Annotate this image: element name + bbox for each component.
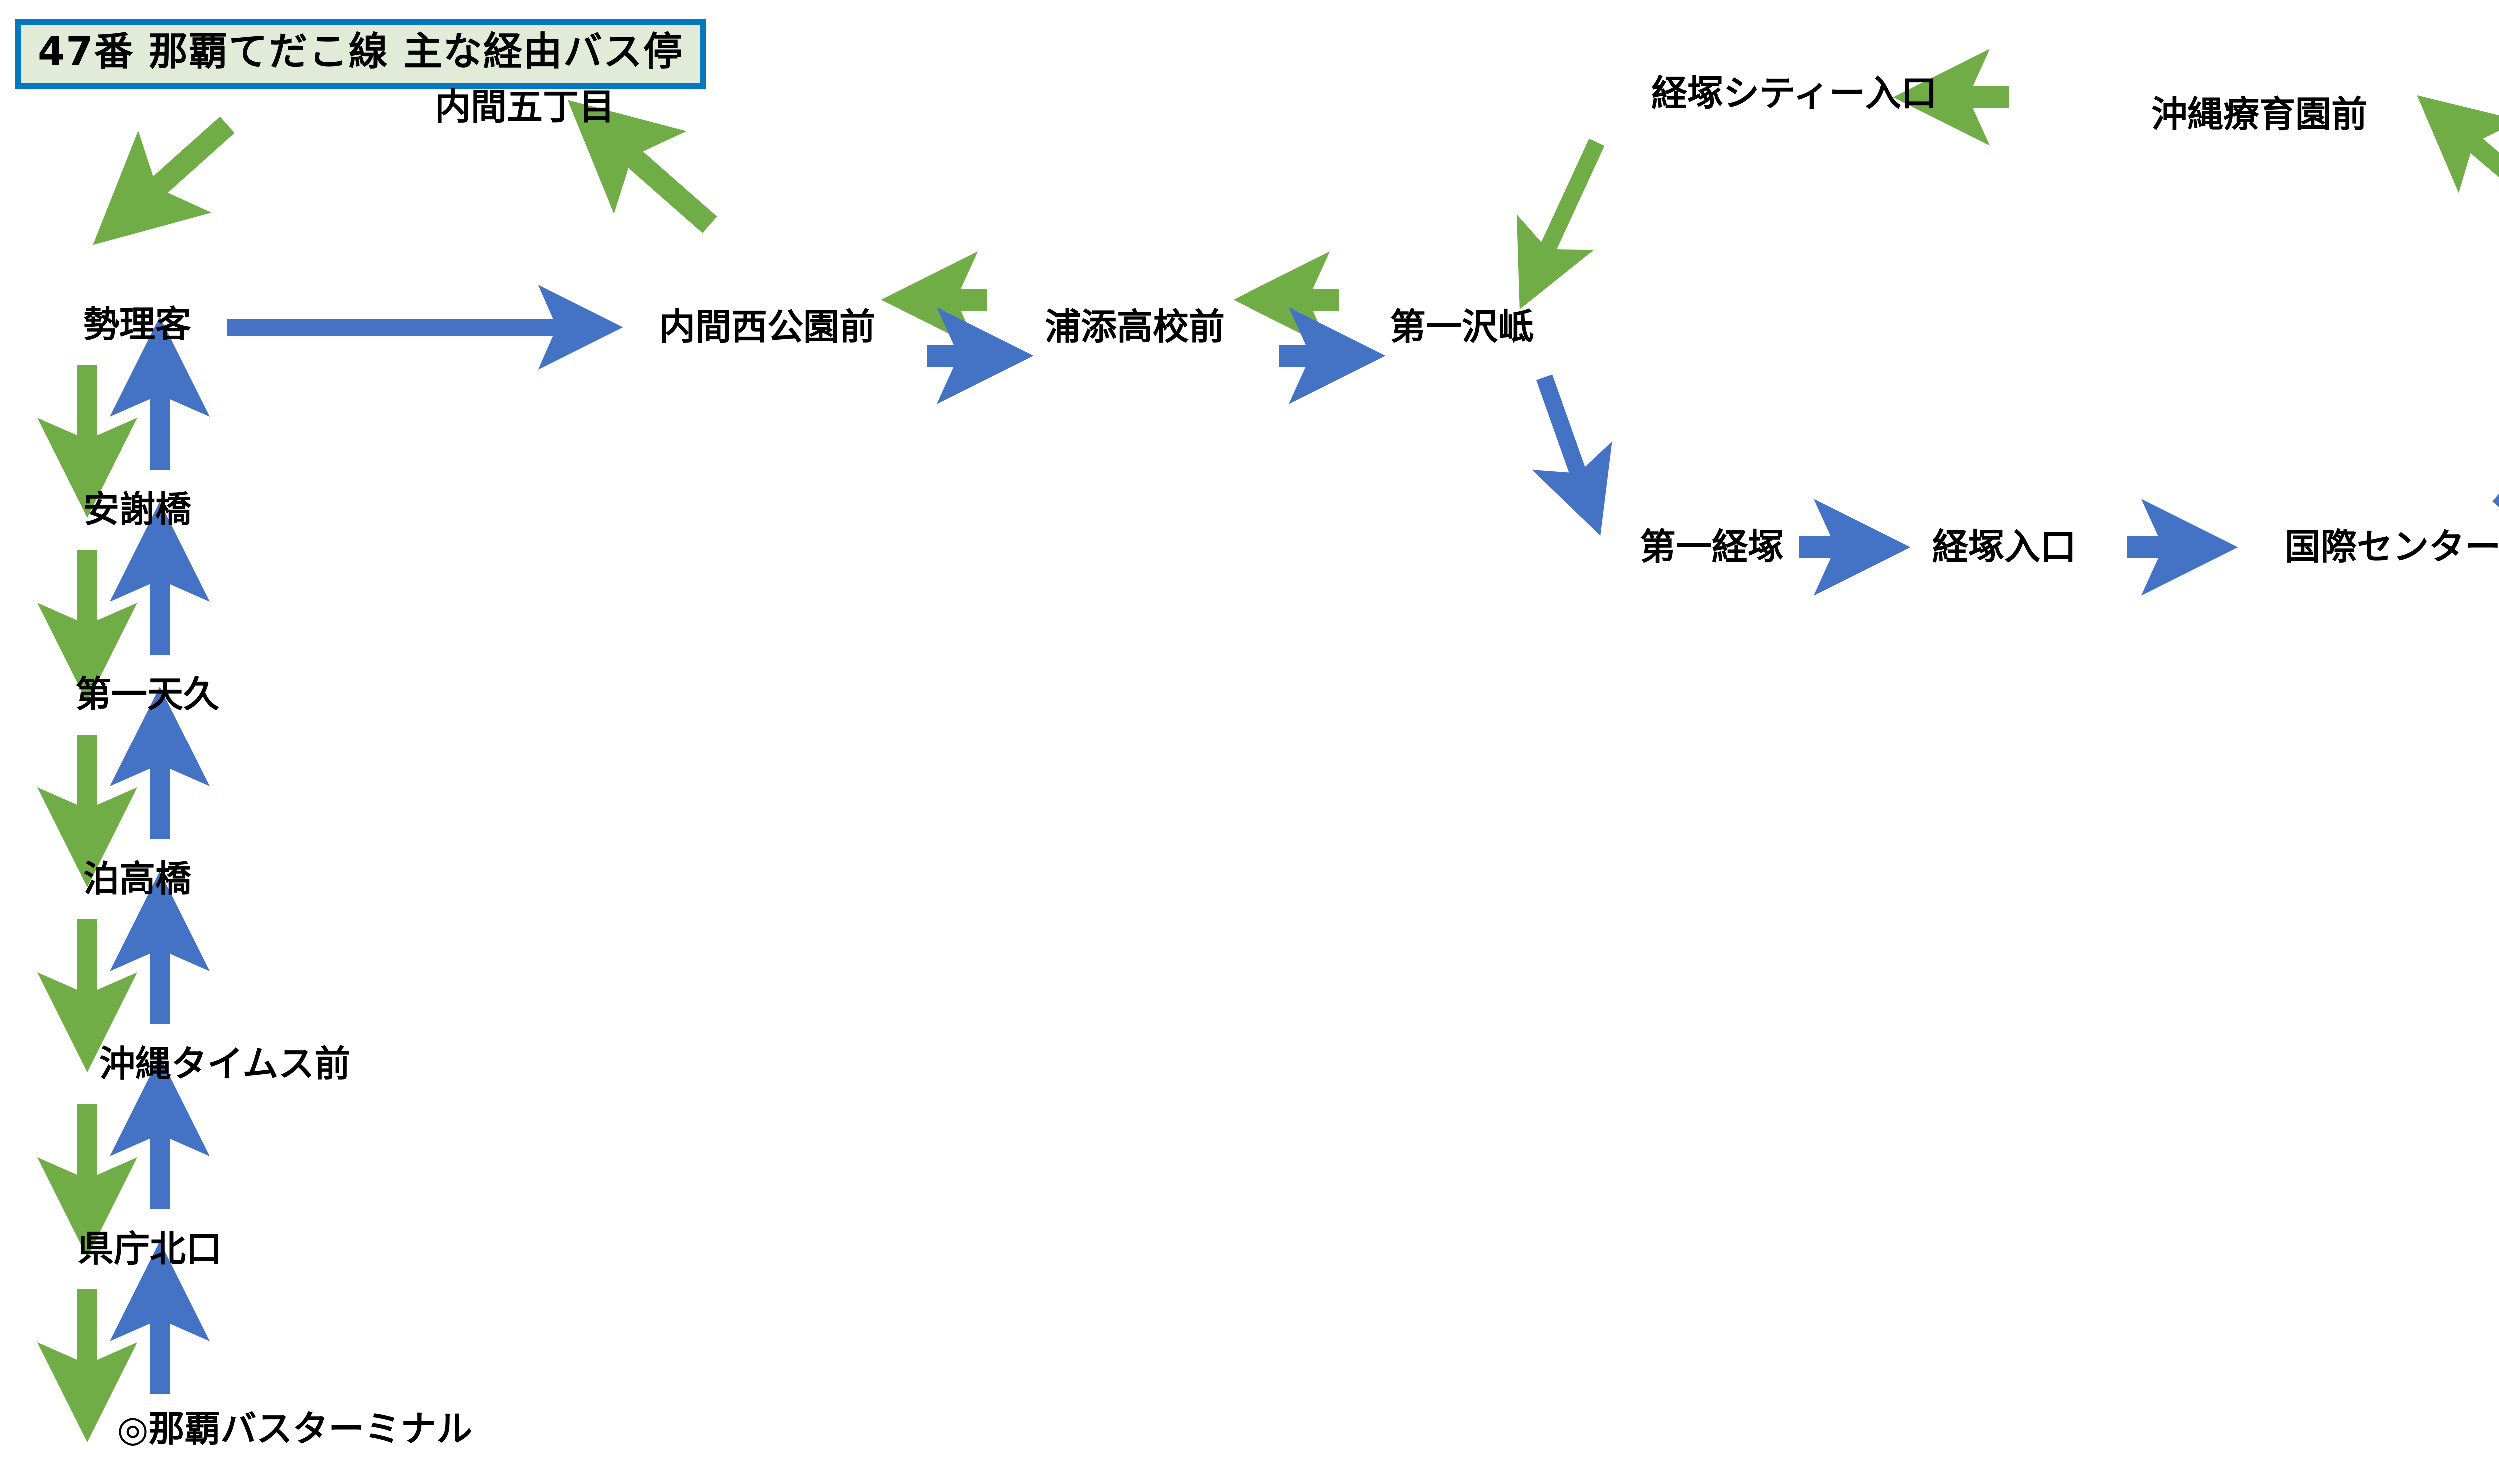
stop-label-naha-bt: ◎那覇バスターミナル [117, 1408, 473, 1450]
diagram-title-plate: 47番 那覇てだこ線 主な経由バス停 [15, 19, 706, 89]
arrow-daiichitakushi-to-daiichikeizuka [1532, 374, 1612, 536]
stop-label-uchima-nishi: 内間西公園前 [659, 306, 876, 348]
stop-label-seirikyaku: 勢理客 [83, 303, 192, 346]
stop-label-keizuka-city: 経塚シティー入口 [1651, 72, 1937, 115]
arrow-uchima5-to-seirikyaku [93, 116, 235, 245]
stop-label-keizuka-iri: 経塚入口 [1932, 526, 2077, 568]
stop-label-times: 沖縄タイムス前 [99, 1043, 351, 1085]
stop-label-daiichi-keizuka: 第一経塚 [1639, 526, 1784, 568]
stop-label-kenchokita: 県庁北口 [77, 1228, 222, 1270]
arrow-keizukaeki-to-okinawaryoiku [2417, 95, 2499, 193]
arrow-uchimanishi-to-uchima5 [567, 100, 717, 233]
stop-label-urasoe-koko: 浦添高校前 [1044, 306, 1225, 348]
stop-label-daiichi-takushi: 第一沢岻 [1389, 306, 1534, 348]
stop-label-okinawa-ryoiku: 沖縄療育園前 [2151, 93, 2368, 136]
page-title: 47番 那覇てだこ線 主な経由バス停 [38, 29, 683, 74]
arrow-keizukacity-to-daiichitakushi [1516, 138, 1605, 310]
stop-label-ajabashi: 安謝橋 [83, 488, 192, 531]
stop-label-tomaritaka: 泊高橋 [83, 858, 192, 900]
stop-label-kokusai: 国際センター線入口 [2284, 526, 2499, 568]
stop-label-daiichi-amaku: 第一天久 [75, 673, 220, 716]
stop-label-uchima5: 内間五丁目 [434, 86, 615, 128]
